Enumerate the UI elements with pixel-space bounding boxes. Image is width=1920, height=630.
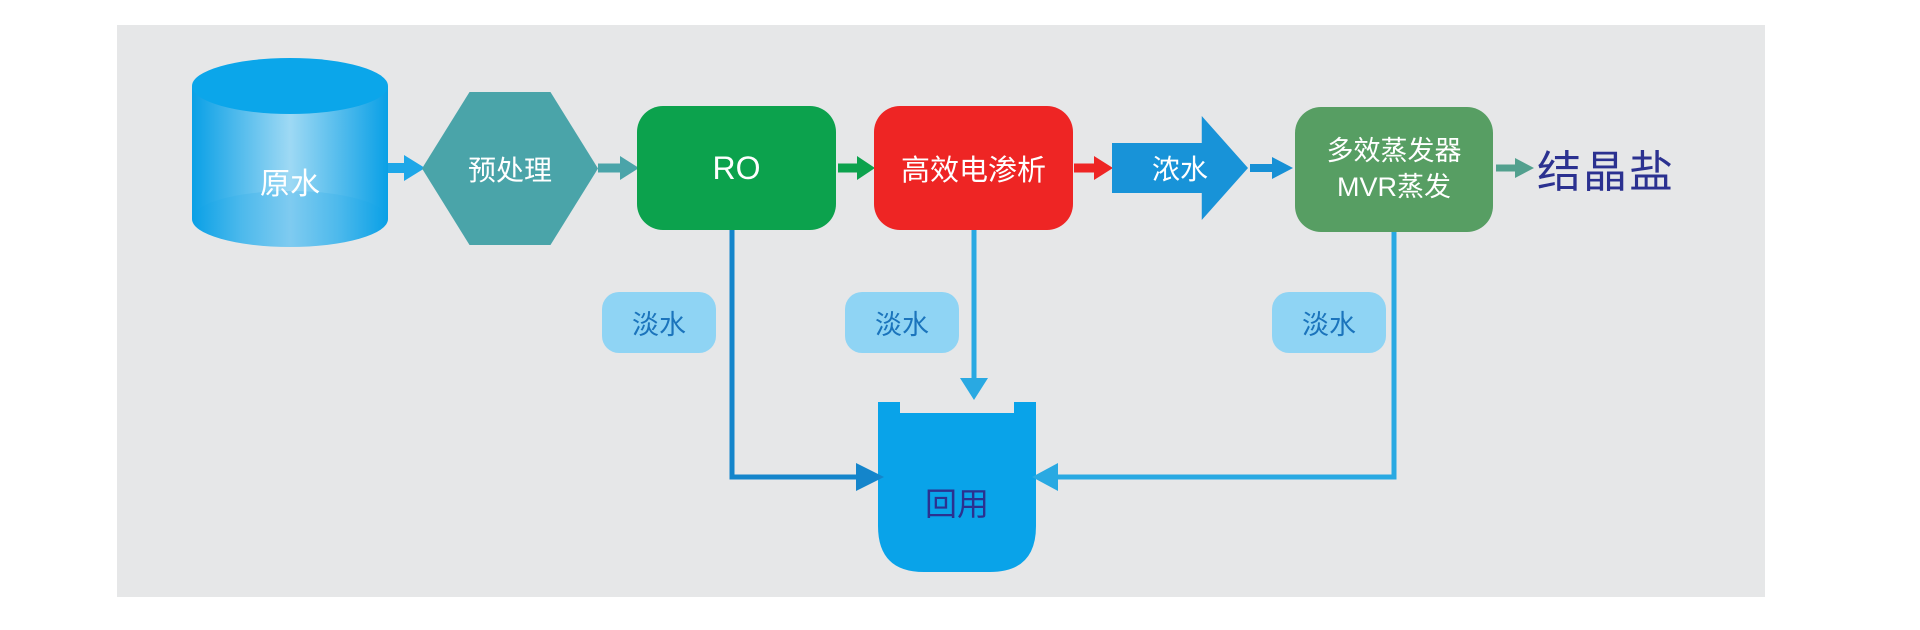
fresh-water-pill-electrodialysis: 淡水 (845, 292, 959, 353)
evaporator-label-line1: 多效蒸发器 (1326, 136, 1462, 167)
flow-arrow-evaporator-to-salt (1496, 158, 1534, 178)
raw-water-label: 原水 (260, 167, 320, 201)
node-raw-water: 原水 (192, 58, 388, 247)
cylinder-bottom-cap (192, 191, 388, 247)
fresh-water-label: 淡水 (632, 310, 686, 340)
reuse-tank-shape (878, 402, 1036, 572)
fresh-water-label: 淡水 (875, 310, 929, 340)
concentrate-label: 浓水 (1151, 154, 1208, 185)
ro-label: RO (712, 149, 761, 186)
fresh-water-label: 淡水 (1302, 310, 1356, 340)
flow-arrow-pretreatment-to-ro (598, 156, 639, 180)
node-electrodialysis: 高效电渗析 (874, 106, 1073, 230)
electrodialysis-label: 高效电渗析 (900, 155, 1046, 187)
node-ro: RO (637, 106, 836, 230)
flow-arrow-electrodialysis-to-concentrate (1074, 156, 1113, 180)
cylinder-top-cap (192, 58, 388, 114)
fresh-water-pill-ro: 淡水 (602, 292, 716, 353)
flow-arrow-raw-to-pretreatment (388, 155, 425, 181)
reuse-label: 回用 (924, 486, 989, 522)
evaporator-label-line2: MVR蒸发 (1337, 171, 1451, 202)
connector-electrodialysis-to-reuse (960, 230, 988, 400)
fresh-water-pill-evaporator: 淡水 (1272, 292, 1386, 353)
crystal-salt-label: 结晶盐 (1537, 148, 1675, 197)
connector-evaporator-to-reuse (1032, 232, 1397, 491)
connector-ro-to-reuse (729, 230, 884, 491)
pretreatment-label: 预处理 (467, 154, 552, 186)
flow-arrow-concentrate-to-evaporator (1250, 157, 1293, 179)
node-crystal-salt: 结晶盐 (1537, 144, 1717, 197)
flow-arrow-ro-to-electrodialysis (838, 156, 875, 180)
node-evaporator: 多效蒸发器 MVR蒸发 (1295, 107, 1493, 232)
